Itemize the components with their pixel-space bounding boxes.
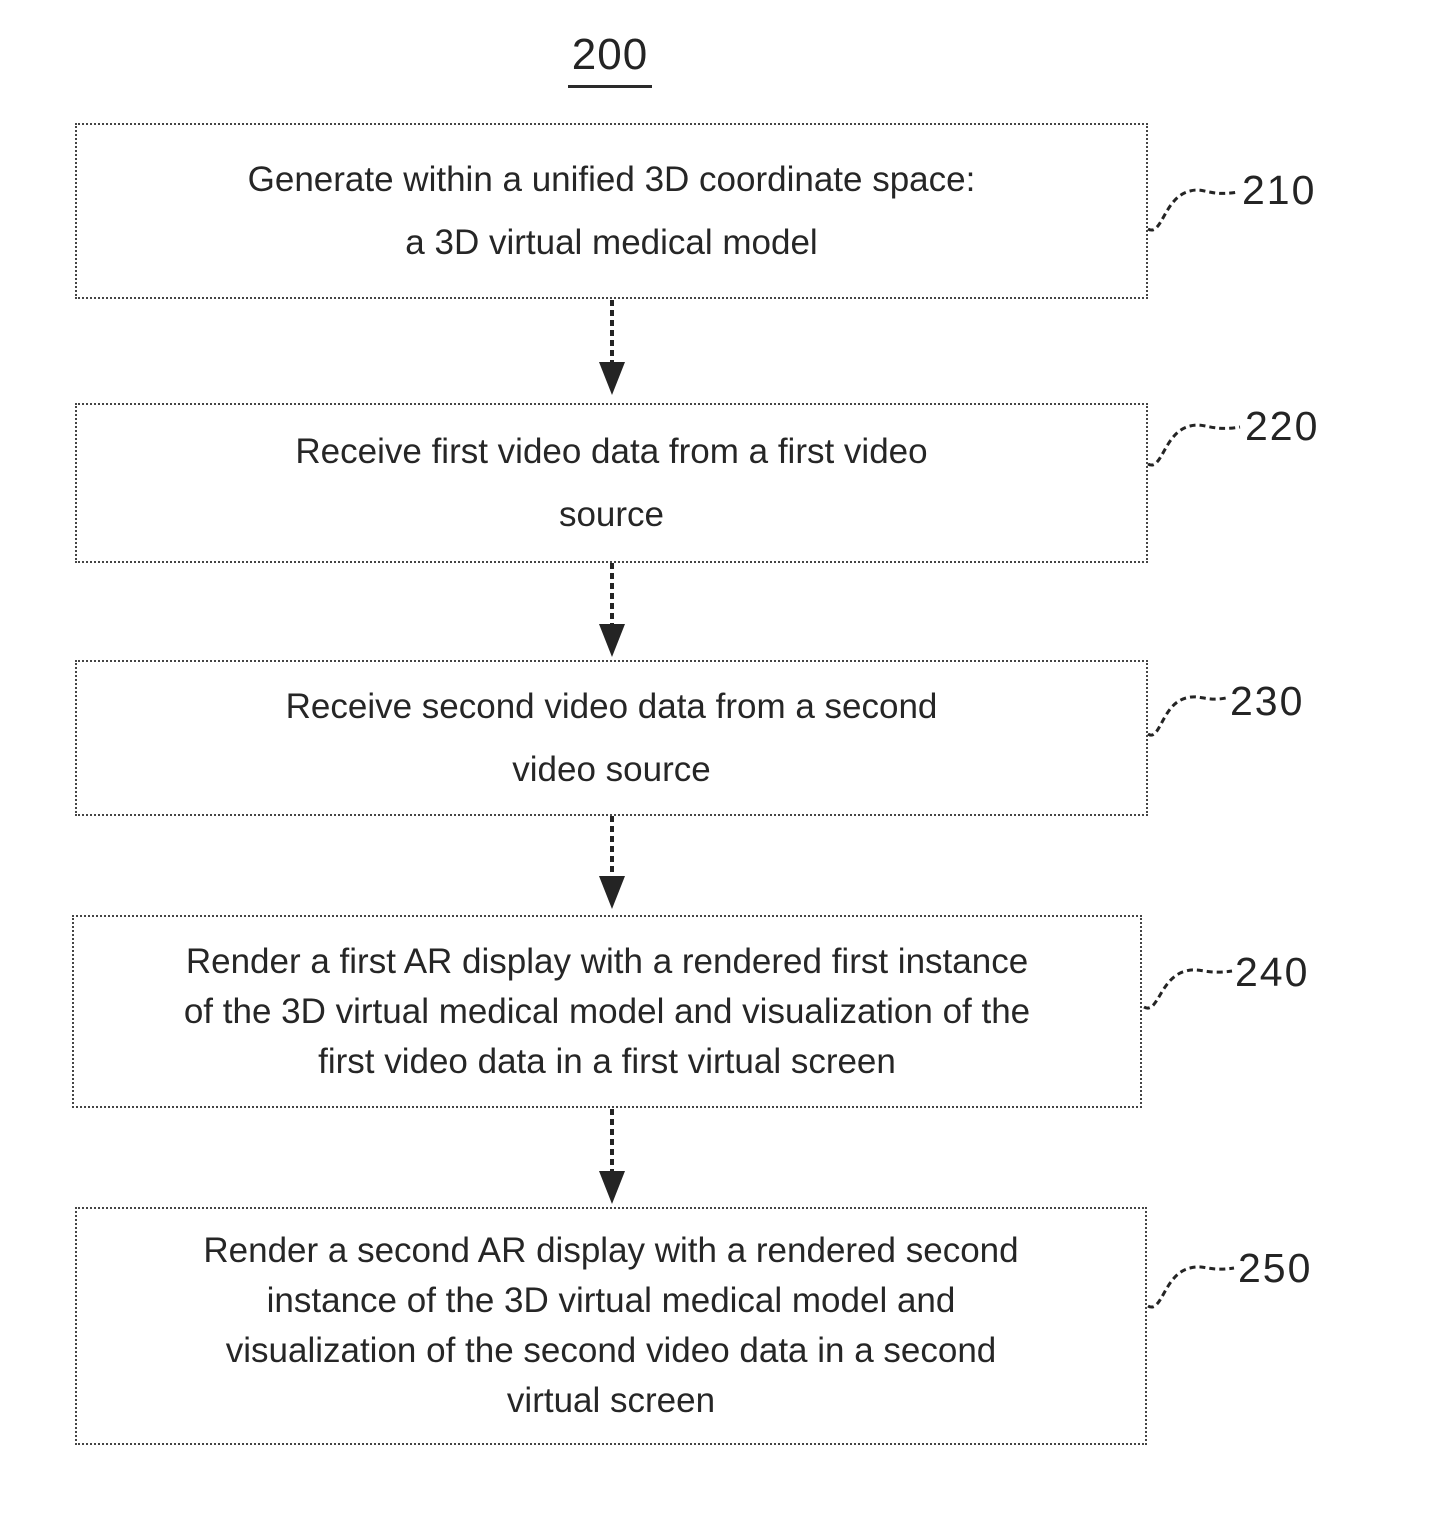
leader-line-240 [1143, 968, 1233, 1010]
down-arrow-icon [599, 816, 625, 909]
step-box-210: Generate within a unified 3D coordinate … [75, 123, 1148, 299]
figure-number: 200 [520, 30, 700, 88]
ref-number-230: 230 [1230, 678, 1305, 724]
ref-number-240: 240 [1235, 949, 1310, 995]
ref-number-250: 250 [1238, 1245, 1313, 1291]
step-text-240: Render a first AR display with a rendere… [183, 941, 1031, 1081]
ref-number-220: 220 [1245, 403, 1320, 449]
leader-line-230 [1147, 695, 1227, 737]
down-arrow-icon [599, 300, 625, 395]
step-box-220: Receive first video data from a first vi… [75, 403, 1148, 563]
leader-line-220 [1147, 423, 1241, 467]
leader-line-210 [1147, 188, 1239, 232]
down-arrow-icon [599, 563, 625, 657]
figure-number-text: 200 [567, 30, 653, 88]
ref-number-210: 210 [1242, 167, 1317, 213]
step-text-210: Generate within a unified 3D coordinate … [247, 160, 976, 262]
step-box-230: Receive second video data from a second … [75, 660, 1148, 816]
step-box-240: Render a first AR display with a rendere… [72, 915, 1142, 1108]
leader-line-250 [1147, 1265, 1235, 1309]
step-box-250: Render a second AR display with a render… [75, 1207, 1147, 1445]
step-text-250: Render a second AR display with a render… [203, 1231, 1019, 1420]
down-arrow-icon [599, 1109, 625, 1204]
step-text-230: Receive second video data from a second … [285, 687, 938, 789]
step-text-220: Receive first video data from a first vi… [295, 432, 928, 534]
